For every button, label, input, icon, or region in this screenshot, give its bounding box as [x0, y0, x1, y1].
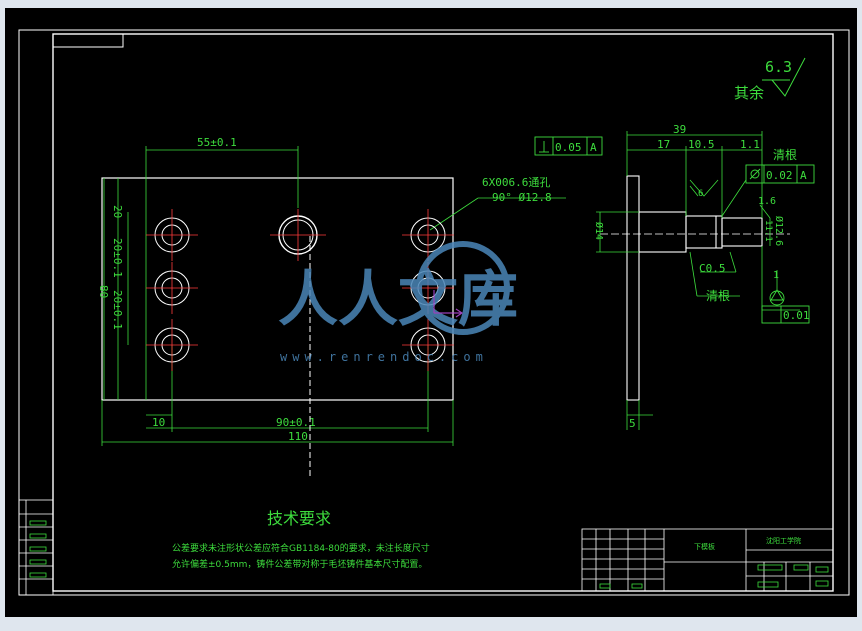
hole-note-2: 90° Ø12.8: [492, 191, 552, 204]
gdt-perpendicularity: [534, 136, 603, 156]
dim-17: 17: [657, 138, 670, 151]
dim-10: 10: [152, 416, 165, 429]
part-name: 下模板: [694, 542, 715, 551]
outer-border: [18, 29, 850, 596]
hole-note-1: 6X006.6通孔: [482, 176, 550, 189]
qinggen-lower: 清根: [706, 289, 730, 303]
perp-datum: A: [590, 141, 597, 154]
side-view: 39 17 10.5 1.1 Ø14 Ø12.6 11.1 1.6 C0.5 5…: [534, 123, 815, 430]
dim-80: 80: [97, 285, 110, 298]
dim-11-1: 11.1: [763, 220, 773, 242]
binding-strip: [18, 499, 54, 596]
title-block: [581, 528, 834, 592]
roughness-value: 6.3: [765, 58, 792, 76]
tech-requirements-line-2: 允许偏差±0.5mm，铸件公差带对称于毛坯铸件基本尺寸配置。: [172, 558, 427, 570]
dim-20-spacing-2: 20±0.1: [111, 290, 124, 330]
hole-group: [146, 209, 454, 371]
dim-5: 5: [629, 417, 636, 430]
dim-d14: Ø14: [593, 222, 605, 240]
roughness-note: 其余: [734, 84, 764, 102]
watermark: 人人文库 www.renrendoc.com: [278, 241, 518, 364]
tech-requirements-title: 技术要求: [267, 509, 331, 528]
pos-value: 0.02: [766, 169, 793, 182]
dim-20-spacing-1: 20±0.1: [111, 238, 124, 278]
qinggen-upper: 清根: [773, 148, 797, 162]
plate-outline: [101, 177, 454, 401]
drawing-canvas: [5, 8, 857, 617]
front-view: 55±0.1 20 20±0.1 20±0.1 80 10 90±0.1 110…: [97, 136, 566, 478]
watermark-url: www.renrendoc.com: [280, 350, 488, 364]
dim-1-1: 1.1: [740, 138, 760, 151]
watermark-main: 人人文库: [278, 265, 518, 335]
dim-10-5: 10.5: [688, 138, 715, 151]
pos-datum: A: [800, 169, 807, 182]
dim-1: 1: [773, 270, 779, 281]
dim-1-6: 1.6: [758, 196, 776, 207]
perp-value: 0.05: [555, 141, 582, 154]
gdt-position: [745, 164, 815, 184]
roughness-symbol: 6.3 其余: [734, 57, 806, 102]
dim-6: 6: [698, 189, 703, 199]
dim-d12-6: Ø12.6: [773, 216, 785, 246]
cursor-axis: [433, 290, 464, 318]
gdt-flatness: [761, 289, 810, 324]
dim-110: 110: [288, 430, 308, 443]
dim-39: 39: [673, 123, 686, 136]
dim-20: 20: [111, 205, 124, 218]
watermark-circle: [416, 241, 510, 335]
inner-border: [52, 33, 834, 592]
flat-value: 0.01: [783, 309, 810, 322]
school-name: 沈阳工学院: [766, 536, 801, 545]
dim-c0-5: C0.5: [699, 262, 726, 275]
dim-90: 90±0.1: [276, 416, 316, 429]
tech-requirements-line-1: 公差要求未注形状公差应符合GB1184-80的要求，未注长度尺寸: [172, 542, 430, 554]
dim-55: 55±0.1: [197, 136, 237, 149]
corner-label-box: [52, 33, 124, 48]
